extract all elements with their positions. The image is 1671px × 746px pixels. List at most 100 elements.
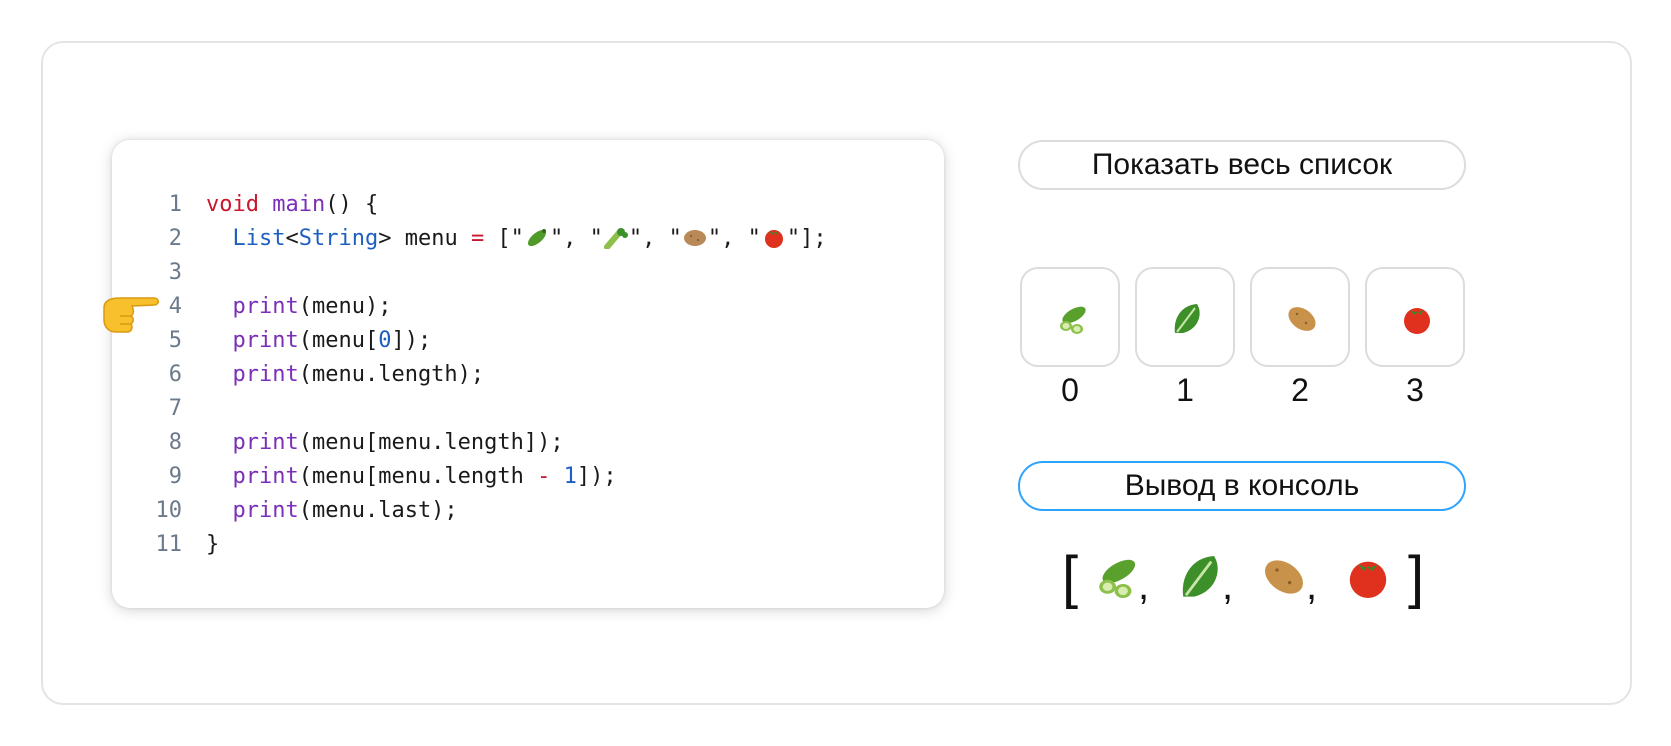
tomato-icon bbox=[761, 226, 787, 251]
lettuce-icon bbox=[1174, 304, 1200, 333]
code-token: ]); bbox=[391, 328, 432, 353]
code-token: print bbox=[232, 328, 299, 353]
code-token: "]; bbox=[786, 226, 827, 251]
code-token: ", " bbox=[549, 226, 603, 251]
code-token: ", " bbox=[707, 226, 761, 251]
open-bracket: [ bbox=[1062, 545, 1079, 610]
code-token: print bbox=[232, 498, 299, 523]
list-tile-0 bbox=[1020, 267, 1120, 367]
separator: , bbox=[1222, 564, 1234, 608]
code-token bbox=[206, 464, 233, 489]
code-token: List bbox=[232, 226, 286, 251]
code-token bbox=[206, 430, 233, 455]
code-token: (menu); bbox=[298, 294, 392, 319]
line-code: print(menu[menu.length]); bbox=[206, 426, 564, 460]
code-line: 9 print(menu[menu.length - 1]); bbox=[0, 460, 900, 494]
code-token: (menu[ bbox=[298, 328, 379, 353]
tomato-icon bbox=[1349, 561, 1387, 598]
code-editor bbox=[112, 140, 944, 608]
console-output-button[interactable]: Вывод в консоль bbox=[1018, 461, 1466, 511]
line-code: print(menu); bbox=[206, 290, 392, 324]
list-tile-1 bbox=[1135, 267, 1235, 367]
line-number: 1 bbox=[168, 192, 182, 217]
line-code: print(menu.length); bbox=[206, 358, 485, 392]
line-code: void main() { bbox=[206, 188, 378, 222]
code-token bbox=[206, 226, 233, 251]
code-token: () { bbox=[325, 192, 379, 217]
code-line: 5 print(menu[0]); bbox=[0, 324, 900, 358]
code-token: < bbox=[285, 226, 299, 251]
code-token: ", " bbox=[628, 226, 682, 251]
separator: , bbox=[1306, 564, 1318, 608]
line-number: 11 bbox=[155, 532, 183, 557]
line-number: 10 bbox=[155, 498, 183, 523]
line-number: 4 bbox=[168, 294, 182, 319]
code-token: main bbox=[272, 192, 326, 217]
line-code: List<String> menu = [" ", " ", " ", " "]; bbox=[206, 222, 827, 256]
line-number: 7 bbox=[168, 396, 182, 421]
line-number: 3 bbox=[168, 260, 182, 285]
potato-icon bbox=[1265, 560, 1303, 594]
code-line: 6 print(menu.length); bbox=[0, 358, 900, 392]
line-code: print(menu[0]); bbox=[206, 324, 432, 358]
code-token bbox=[206, 328, 233, 353]
line-number: 6 bbox=[168, 362, 182, 387]
code-token: [" bbox=[484, 226, 524, 251]
celery-icon bbox=[603, 226, 629, 251]
code-token: print bbox=[232, 430, 299, 455]
code-token: } bbox=[206, 532, 220, 557]
line-number: 2 bbox=[168, 226, 182, 251]
code-token: 0 bbox=[378, 328, 392, 353]
code-line: 1 void main() { bbox=[0, 188, 900, 222]
console-output: [ , , , ] bbox=[1058, 545, 1438, 615]
code-token: - bbox=[537, 464, 551, 489]
cucumber-icon bbox=[1099, 559, 1136, 598]
list-index-2: 2 bbox=[1291, 372, 1309, 408]
cucumber-icon bbox=[524, 226, 550, 251]
code-token: void bbox=[206, 192, 259, 217]
code-token: > menu bbox=[378, 226, 471, 251]
code-token: print bbox=[232, 362, 299, 387]
list-tile-2 bbox=[1250, 267, 1350, 367]
code-line: 10 print(menu.last); bbox=[0, 494, 900, 528]
code-line: 2 List<String> menu = [" ", " ", " ", " "]; bbox=[0, 222, 900, 256]
line-number: 5 bbox=[168, 328, 182, 353]
potato-icon bbox=[1288, 307, 1316, 331]
list-index-1: 1 bbox=[1176, 372, 1194, 408]
close-bracket: ] bbox=[1408, 545, 1425, 610]
code-token bbox=[206, 294, 233, 319]
line-code: } bbox=[206, 528, 219, 562]
potato-icon bbox=[682, 226, 708, 251]
code-token: 1 bbox=[563, 464, 577, 489]
line-number: 9 bbox=[168, 464, 182, 489]
code-token: ]); bbox=[576, 464, 617, 489]
code-token: = bbox=[470, 226, 485, 251]
code-token: (menu[menu.length]); bbox=[298, 430, 564, 455]
code-token: (menu.last); bbox=[298, 498, 458, 523]
code-token: String bbox=[298, 226, 379, 251]
code-token: (menu.length); bbox=[298, 362, 485, 387]
code-line: 3 bbox=[0, 256, 900, 290]
code-token bbox=[206, 362, 233, 387]
list-index-0: 0 bbox=[1061, 372, 1079, 408]
lettuce-icon bbox=[1182, 556, 1218, 597]
code-token: print bbox=[232, 294, 299, 319]
code-token bbox=[259, 192, 272, 217]
code-line: 4 print(menu); bbox=[0, 290, 900, 324]
code-line: 11} bbox=[0, 528, 900, 562]
pointing-hand-icon bbox=[103, 297, 159, 333]
list-index-3: 3 bbox=[1406, 372, 1424, 408]
code-token: (menu[menu.length bbox=[298, 464, 538, 489]
code-line: 8 print(menu[menu.length]); bbox=[0, 426, 900, 460]
code-token bbox=[206, 498, 233, 523]
show-all-button[interactable]: Показать весь список bbox=[1018, 140, 1466, 190]
separator: , bbox=[1138, 564, 1150, 608]
list-tile-3 bbox=[1365, 267, 1465, 367]
tomato-icon bbox=[1404, 308, 1430, 334]
code-line: 7 bbox=[0, 392, 900, 426]
code-token bbox=[550, 464, 563, 489]
line-number: 8 bbox=[168, 430, 182, 455]
line-code: print(menu.last); bbox=[206, 494, 458, 528]
code-token: print bbox=[232, 464, 299, 489]
line-code: print(menu[menu.length - 1]); bbox=[206, 460, 617, 494]
